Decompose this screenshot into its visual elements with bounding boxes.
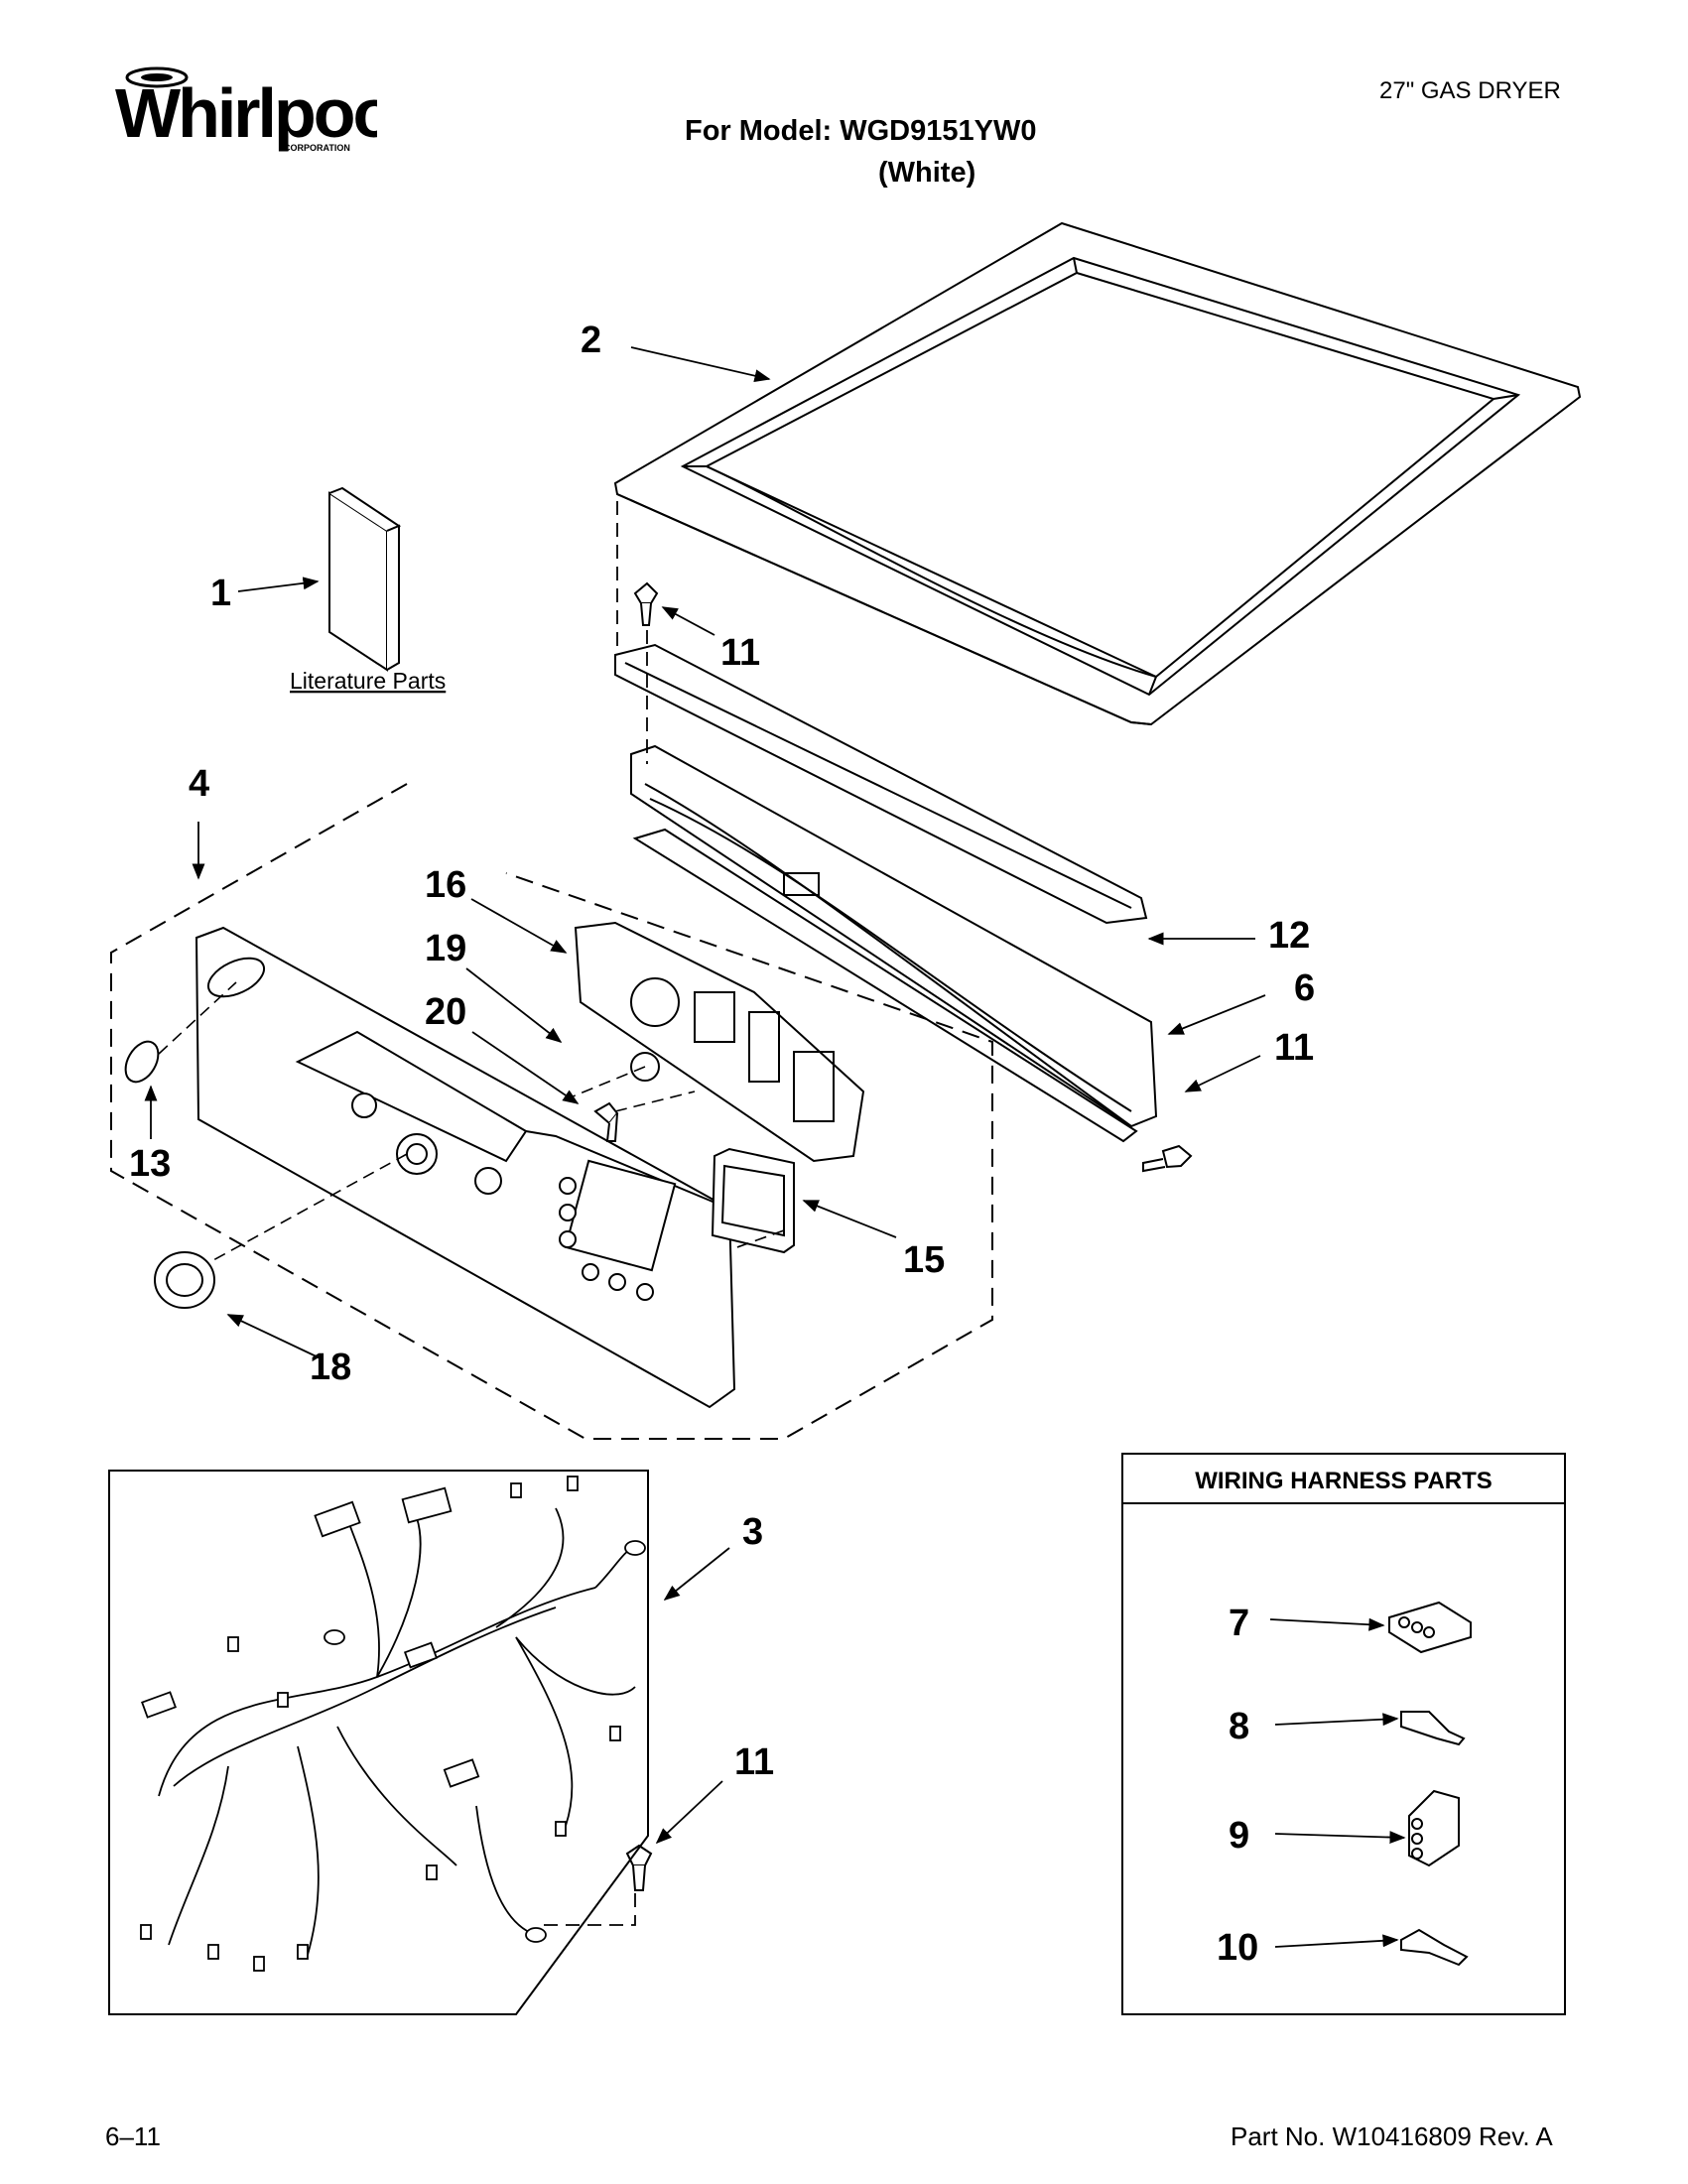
assembly-dash-lines (158, 981, 785, 1261)
console-bracket-part (614, 643, 1158, 1143)
footer-part-number: Part No. W10416809 Rev. A (1231, 2121, 1553, 2151)
console-panel-part (195, 926, 736, 1409)
callout-20: 20 (425, 991, 466, 1033)
callout-12: 12 (1268, 915, 1310, 957)
brand-sub: CORPORATION (284, 143, 350, 153)
callout-10: 10 (1217, 1927, 1258, 1969)
badge-part (124, 1040, 160, 1084)
brand-name: Whirlpool (115, 74, 377, 152)
model-line: For Model: WGD9151YW0 (685, 115, 1037, 147)
harness-connectors (140, 1476, 646, 1972)
callout-16: 16 (425, 864, 466, 906)
color-line: (White) (878, 157, 976, 189)
callout-4: 4 (189, 763, 209, 805)
callout-11-right: 11 (1274, 1027, 1314, 1069)
callout-6: 6 (1294, 967, 1315, 1009)
product-name: 27" GAS DRYER (1379, 77, 1561, 104)
callout-19: 19 (425, 928, 466, 969)
callout-9: 9 (1229, 1815, 1249, 1857)
callout-13: 13 (129, 1143, 171, 1185)
display-part (711, 1147, 795, 1254)
callout-7: 7 (1229, 1603, 1249, 1644)
callout-11-harness: 11 (734, 1741, 774, 1783)
footer-page-number: 6–11 (105, 2121, 161, 2151)
wiring-harness-part (158, 1507, 636, 1956)
console-assembly-outline (110, 783, 993, 1440)
screw-part (625, 1844, 653, 1891)
wiring-harness-parts-box (1121, 1453, 1566, 2015)
callout-11-top: 11 (720, 632, 760, 674)
control-board-part (574, 921, 865, 1163)
callout-1: 1 (210, 573, 231, 614)
guide-lines (536, 501, 648, 1926)
brand-logo: Whirlpool CORPORATION (109, 60, 412, 159)
literature-label: Literature Parts (290, 668, 446, 694)
screw-part (633, 581, 659, 626)
callout-15: 15 (903, 1239, 945, 1281)
screw-part (1142, 1144, 1193, 1173)
callout-labels: 1 2 3 4 6 7 8 9 10 11 11 11 12 13 15 16 … (129, 320, 1315, 1969)
screw-part (593, 1101, 619, 1142)
literature-booklet-part (328, 486, 402, 672)
callout-2: 2 (581, 320, 601, 361)
callout-18: 18 (310, 1347, 351, 1388)
whirlpool-logo-icon: Whirlpool CORPORATION (115, 66, 412, 153)
harness-box (108, 1470, 649, 2015)
callout-3: 3 (742, 1511, 763, 1553)
callout-8: 8 (1229, 1706, 1249, 1747)
knob-part (154, 1251, 215, 1309)
harness-small-parts (1388, 1601, 1472, 1967)
top-panel-part (613, 221, 1582, 726)
leader-lines (144, 346, 1406, 1948)
harness-box-title: WIRING HARNESS PARTS (1195, 1468, 1493, 1494)
